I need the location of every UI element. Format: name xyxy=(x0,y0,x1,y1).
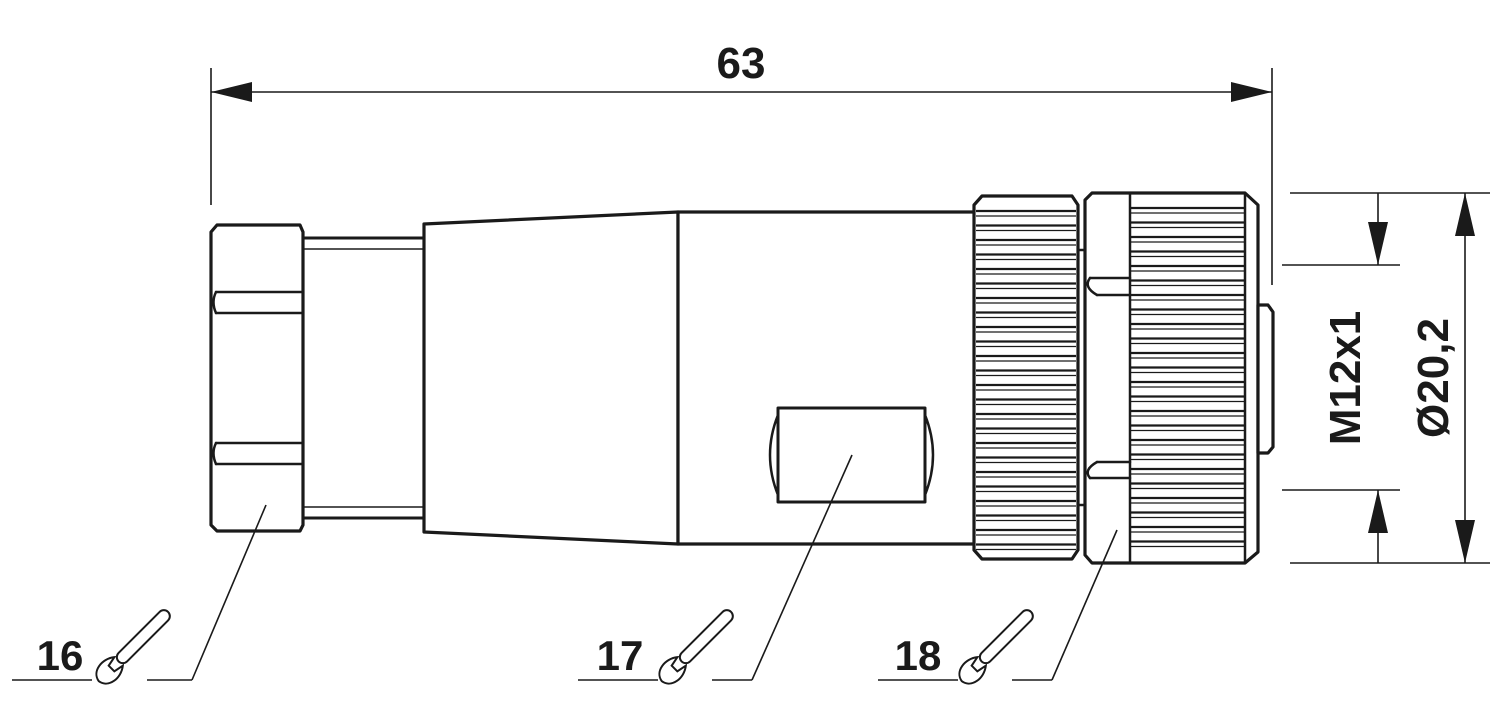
connector xyxy=(209,191,1275,565)
arrowhead-left xyxy=(211,82,252,102)
callout-16: 16 xyxy=(12,504,267,685)
wrench-icon xyxy=(95,609,171,685)
grip-recess xyxy=(768,406,935,504)
diameter-label: Ø20,2 xyxy=(1409,318,1458,438)
callout-number: 17 xyxy=(597,632,644,679)
thread-arrow-bottom xyxy=(1368,490,1388,533)
wrench-icon xyxy=(958,609,1034,685)
diameter-arrow-bottom xyxy=(1455,520,1475,563)
callout-17: 17 xyxy=(578,454,853,685)
coupling-nut xyxy=(1076,191,1260,565)
length-label: 63 xyxy=(717,39,766,88)
main-housing xyxy=(676,210,980,546)
length-dimension: 63 xyxy=(210,39,1273,285)
gland-nut xyxy=(209,223,305,533)
cable-sleeve xyxy=(301,236,426,520)
vertical-dimensions: M12x1 Ø20,2 xyxy=(1282,192,1490,564)
knurled-ring xyxy=(972,194,1080,561)
thread-label: M12x1 xyxy=(1321,311,1370,446)
arrowhead-right xyxy=(1231,82,1272,102)
callout-number: 18 xyxy=(895,632,942,679)
wrench-icon xyxy=(658,609,734,685)
tapered-sleeve xyxy=(422,210,680,546)
callout-number: 16 xyxy=(37,632,84,679)
diameter-arrow-top xyxy=(1455,193,1475,236)
callout-18: 18 xyxy=(878,529,1118,685)
thread-arrow-top xyxy=(1368,222,1388,265)
front-face xyxy=(1256,303,1275,455)
